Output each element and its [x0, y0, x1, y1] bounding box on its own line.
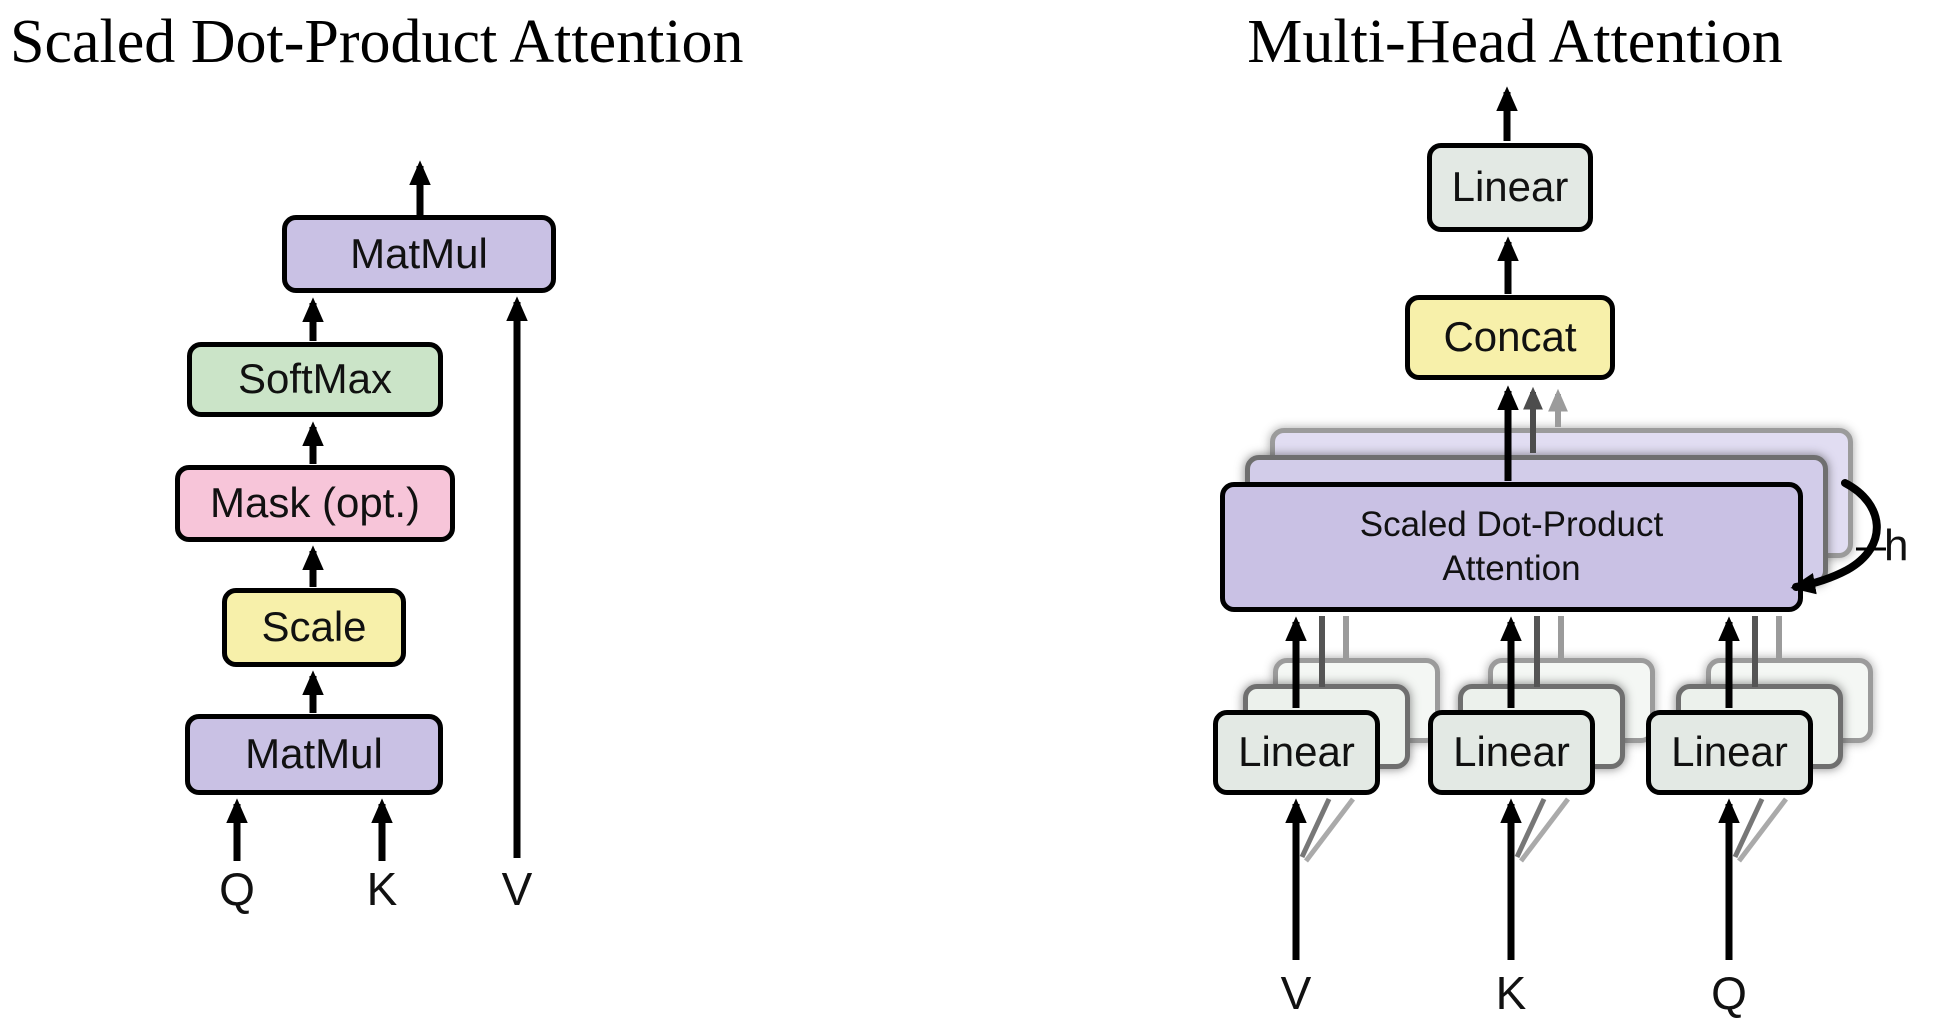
mha-value-input-label: V: [1280, 967, 1312, 1019]
left-diagram-title: Scaled Dot-Product Attention: [10, 8, 744, 76]
softmax-label: SoftMax: [237, 355, 393, 403]
mask-block: Mask (opt.): [175, 465, 455, 542]
linear-output-label: Linear: [1451, 163, 1569, 211]
scale-label: Scale: [261, 603, 367, 651]
sdpa-label-line2: Attention: [1442, 549, 1581, 588]
mha-query-input-label: Q: [1711, 967, 1747, 1019]
k-fanout-line-2: [1519, 797, 1570, 863]
scale-block: Scale: [222, 588, 406, 667]
query-input-label: Q: [219, 863, 255, 915]
linear-q-label: Linear: [1671, 728, 1788, 776]
concat-label: Concat: [1443, 313, 1577, 361]
concat-block: Concat: [1405, 295, 1615, 380]
mask-label: Mask (opt.): [209, 479, 421, 527]
v-fanout-line-1: [1299, 797, 1332, 859]
head-count-curve-arrow: [1790, 479, 1881, 595]
q-fanout-line-1: [1732, 797, 1765, 859]
sdpa-label: Scaled Dot-Product Attention: [1360, 503, 1663, 591]
linear-v-label: Linear: [1238, 728, 1355, 776]
linear-k-label: Linear: [1453, 728, 1570, 776]
linear-q-block: Linear: [1646, 710, 1813, 795]
matmul-qk-label: MatMul: [245, 730, 383, 778]
sdpa-block: Scaled Dot-Product Attention: [1220, 482, 1803, 612]
key-input-label: K: [366, 863, 398, 915]
v-fanout-line-2: [1304, 797, 1355, 863]
matmul-qk-block: MatMul: [185, 714, 443, 795]
linear-k-block: Linear: [1428, 710, 1595, 795]
linear-v-block: Linear: [1213, 710, 1380, 795]
right-diagram-title: Multi-Head Attention: [1247, 8, 1783, 76]
mha-key-input-label: K: [1495, 967, 1527, 1019]
matmul-output-label: MatMul: [350, 229, 488, 277]
sdpa-label-line1: Scaled Dot-Product: [1359, 505, 1664, 544]
k-fanout-line-1: [1514, 797, 1547, 859]
matmul-output-block: MatMul: [282, 215, 556, 293]
softmax-block: SoftMax: [187, 342, 443, 417]
head-count-label: h: [1884, 521, 1909, 570]
value-input-label: V: [501, 863, 533, 915]
linear-output-block: Linear: [1427, 143, 1593, 232]
q-fanout-line-2: [1737, 797, 1788, 863]
